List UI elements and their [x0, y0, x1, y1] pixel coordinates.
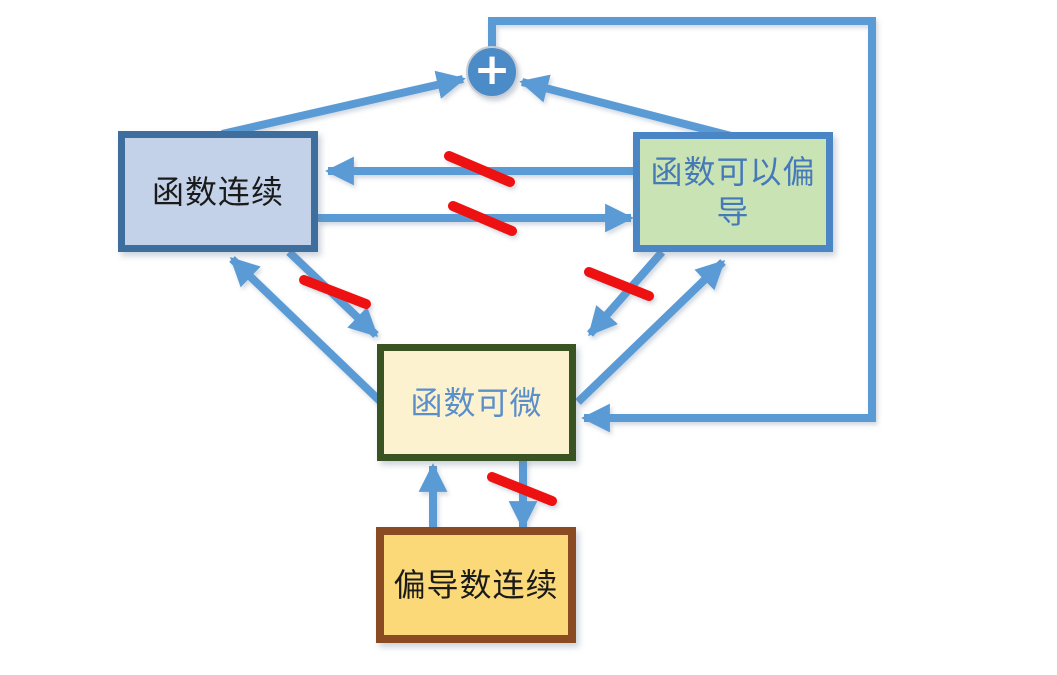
node-partial-derivatives-continuous: 偏导数连续 [376, 527, 576, 643]
node-function-partially-derivable-label: 函数可以偏导 [650, 153, 816, 231]
node-function-differentiable-label: 函数可微 [410, 383, 543, 422]
plus-junction-icon: + [466, 46, 518, 98]
edge-continuous-to-junction [221, 70, 466, 138]
node-function-continuous-label: 函数连续 [151, 172, 284, 211]
edge-differentiable-to-continuous [229, 256, 385, 406]
edge-partial-derivable-to-differentiable [586, 249, 666, 337]
edge-partial-derivable-to-junction [519, 74, 737, 141]
negation-slash-partial-derivable-to-continuous [444, 151, 515, 187]
node-function-continuous: 函数连续 [118, 131, 318, 252]
node-function-partially-derivable: 函数可以偏导 [633, 132, 833, 252]
negation-slash-continuous-to-partial-derivable [448, 201, 517, 236]
node-function-differentiable: 函数可微 [377, 344, 576, 461]
negation-slash-partial-derivable-to-differentiable [584, 267, 654, 301]
edge-junction-to-differentiable-loop [488, 17, 876, 433]
negation-slash-continuous-to-differentiable [299, 275, 371, 309]
node-partial-derivatives-continuous-label: 偏导数连续 [393, 566, 559, 604]
edge-differentiable-to-partial-derivable [575, 259, 726, 405]
negation-slash-differentiable-to-partial-continuous [487, 472, 557, 506]
